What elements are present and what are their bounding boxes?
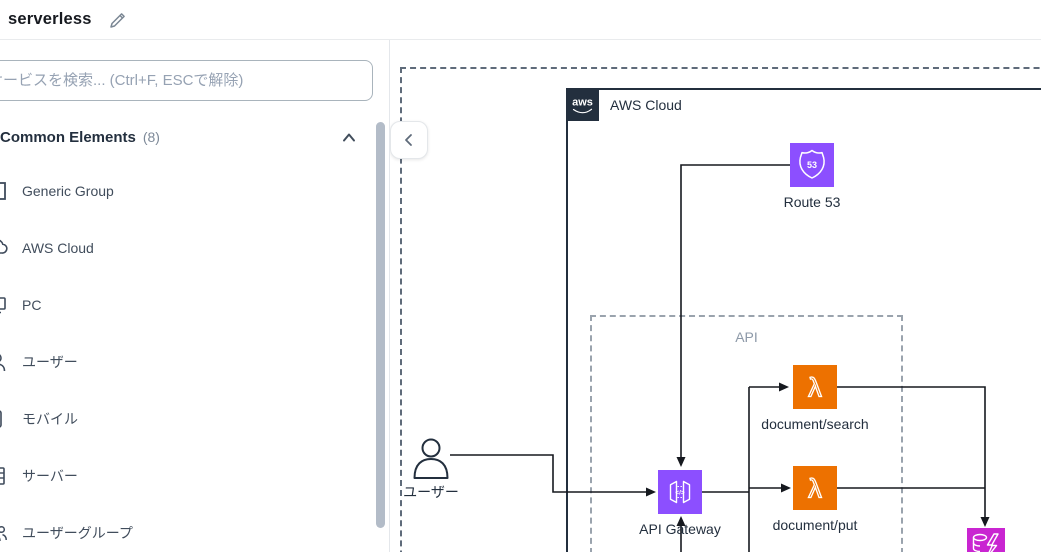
generic-group-icon (0, 179, 9, 203)
node-label-document-search: document/search (761, 416, 869, 432)
sidebar-item-user-group[interactable]: ユーザーグループ (0, 504, 370, 552)
aws-cloud-group-label: AWS Cloud (610, 97, 682, 113)
node-api-gateway[interactable]: </> API Gateway (610, 470, 750, 537)
sidebar-item-label: PC (22, 296, 42, 313)
sidebar-item-server[interactable]: サーバー (0, 447, 370, 504)
wire-route53-to-apigateway (680, 164, 790, 457)
node-label-api-gateway: API Gateway (639, 521, 721, 537)
mobile-icon (0, 407, 9, 431)
pc-icon (0, 293, 9, 317)
arrowhead-into-apigateway-top (676, 457, 686, 467)
lambda-icon: λ (793, 365, 837, 409)
sidebar-item-user[interactable]: ユーザー (0, 333, 370, 390)
element-palette: Generic Group AWS Cloud PC ユーザー (0, 162, 370, 552)
chevron-left-icon (405, 134, 412, 146)
sidebar-item-label: サーバー (22, 467, 78, 484)
user-icon (0, 350, 9, 374)
sidebar-scrollbar[interactable] (376, 122, 385, 528)
sidebar-item-pc[interactable]: PC (0, 276, 370, 333)
sidebar-item-mobile[interactable]: モバイル (0, 390, 370, 447)
arrowhead-into-apigateway-left (646, 487, 656, 497)
api-group-label: API (735, 329, 758, 345)
aws-cloud-icon (0, 236, 9, 260)
user-figure-icon (413, 438, 449, 479)
diagram-header: serverless (0, 0, 1041, 40)
route53-icon: 53 (790, 143, 834, 187)
sidebar-item-label: ユーザーグループ (22, 524, 133, 541)
node-route53[interactable]: 53 Route 53 (742, 143, 882, 210)
aws-cloud-group[interactable]: aws AWS Cloud (566, 88, 1041, 552)
generic-group-shape[interactable] (400, 67, 1041, 552)
sidebar-item-label: モバイル (22, 410, 78, 427)
node-document-put[interactable]: λ document/put (745, 466, 885, 533)
edit-title-icon[interactable] (108, 10, 128, 30)
server-icon (0, 464, 9, 488)
connector-lines (450, 164, 990, 552)
arrowhead-into-document-search (779, 382, 789, 392)
svg-text:λ: λ (808, 373, 822, 403)
sidebar-item-label: Generic Group (22, 182, 114, 199)
lambda-icon: λ (793, 466, 837, 510)
arrowhead-into-apigateway-bottom (676, 516, 686, 526)
diagram-title: serverless (8, 10, 92, 28)
node-document-search[interactable]: λ document/search (745, 365, 885, 432)
svg-text:λ: λ (808, 474, 822, 504)
sidebar-canvas-divider (389, 40, 390, 552)
diagram-canvas[interactable]: aws AWS Cloud API (390, 40, 1041, 552)
collapse-sidebar-button[interactable] (390, 121, 428, 159)
canvas-world: aws AWS Cloud API (390, 40, 1041, 552)
node-database[interactable] (967, 528, 1005, 552)
node-user[interactable]: ユーザー (390, 437, 501, 502)
elasticache-icon (967, 528, 1005, 552)
search-input[interactable] (0, 60, 373, 101)
sidebar: Common Elements (8) Generic Group AWS Clo… (0, 41, 389, 552)
user-group-icon (0, 521, 9, 545)
wire-search-to-database (837, 386, 986, 518)
sidebar-item-generic-group[interactable]: Generic Group (0, 162, 370, 219)
section-count: (8) (142, 129, 160, 145)
svg-text:53: 53 (807, 160, 817, 170)
node-label-route53: Route 53 (783, 194, 841, 210)
sidebar-item-label: AWS Cloud (22, 239, 94, 256)
section-header-common-elements[interactable]: Common Elements (8) (0, 129, 370, 149)
section-title: Common Elements (0, 129, 136, 146)
sidebar-item-label: ユーザー (22, 353, 78, 370)
svg-text:</>: </> (675, 490, 685, 497)
wire-user-to-apigateway (450, 454, 646, 493)
api-group[interactable]: API (590, 315, 903, 552)
arrowhead-into-database (980, 517, 990, 527)
arrowhead-into-document-put (781, 483, 791, 493)
aws-logo-badge: aws (566, 88, 599, 121)
node-label-document-put: document/put (772, 517, 858, 533)
node-label-user: ユーザー (403, 484, 459, 500)
sidebar-item-aws-cloud[interactable]: AWS Cloud (0, 219, 370, 276)
svg-text:aws: aws (572, 97, 593, 109)
api-gateway-icon: </> (658, 470, 702, 514)
chevron-up-icon[interactable] (340, 129, 358, 152)
